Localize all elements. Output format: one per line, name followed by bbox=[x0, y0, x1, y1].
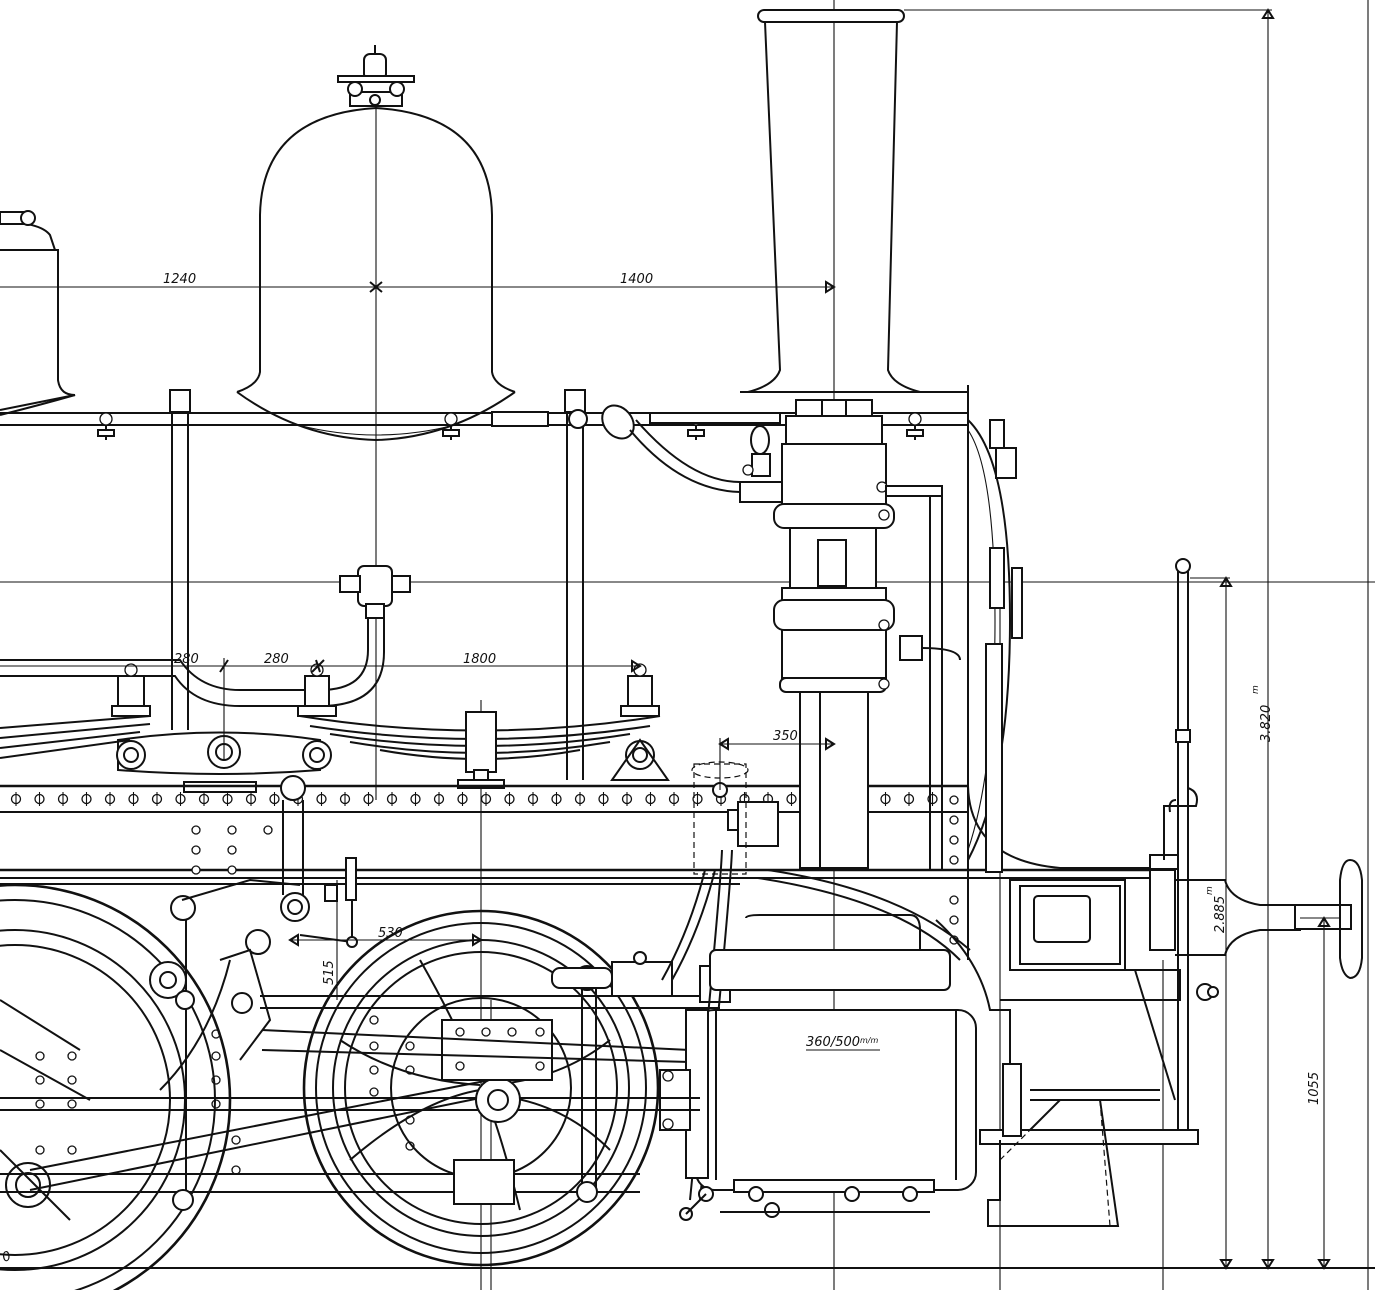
plate-rivet bbox=[227, 865, 237, 875]
front-handrail bbox=[1163, 558, 1198, 1140]
plate-rivet bbox=[369, 1041, 379, 1051]
plate-rivet bbox=[67, 1051, 77, 1061]
plate-rivet bbox=[949, 895, 959, 905]
dim-1800: 1800 bbox=[463, 652, 496, 667]
driving-wheel-rear bbox=[0, 883, 232, 1290]
dim-515: 515 bbox=[322, 960, 337, 985]
plate-rivet bbox=[263, 825, 273, 835]
dim-280-b: 280 bbox=[264, 652, 289, 667]
dim-2885-unit: m bbox=[1205, 886, 1215, 895]
plate-rivet bbox=[231, 1165, 241, 1175]
plate-rivet bbox=[191, 825, 201, 835]
sand-dome bbox=[236, 45, 516, 442]
plate-rivet bbox=[369, 1087, 379, 1097]
blower-valve bbox=[0, 565, 411, 707]
chimney bbox=[740, 9, 968, 393]
plate-rivet bbox=[35, 1099, 45, 1109]
dim-wheel-fragment: 0 bbox=[0, 1249, 13, 1266]
dim-530: 530 bbox=[378, 926, 403, 941]
dim-350: 350 bbox=[773, 729, 798, 744]
plate-rivet bbox=[67, 1145, 77, 1155]
plate-rivet bbox=[211, 1051, 221, 1061]
frame-rivets bbox=[10, 792, 938, 806]
plate-rivet bbox=[35, 1051, 45, 1061]
plate-rivet bbox=[405, 1041, 415, 1051]
plate-rivet bbox=[67, 1099, 77, 1109]
plate-rivet bbox=[949, 915, 959, 925]
cylinder bbox=[590, 869, 1011, 1221]
plate-rivet bbox=[369, 1015, 379, 1025]
plate-rivet bbox=[211, 1099, 221, 1109]
dim-3820-unit: m bbox=[1251, 685, 1261, 694]
leaf-spring-front bbox=[297, 663, 661, 789]
dim-280-a: 280 bbox=[174, 652, 199, 667]
plate-rivet bbox=[227, 845, 237, 855]
driving-wheel-front bbox=[302, 909, 660, 1267]
dim-cylinder: 360/500 bbox=[806, 1035, 860, 1050]
dim-cylinder-unit: m/m bbox=[860, 1036, 878, 1045]
plate-rivet bbox=[191, 845, 201, 855]
plate-rivet bbox=[67, 1075, 77, 1085]
dim-3820: 3.820 bbox=[1259, 705, 1274, 742]
plate-rivet bbox=[191, 865, 201, 875]
cylinder-cocks bbox=[679, 1186, 930, 1221]
boiler bbox=[0, 385, 1375, 870]
plate-rivet bbox=[949, 795, 959, 805]
feed-pump bbox=[739, 399, 1023, 873]
leaf-spring-rear bbox=[0, 663, 151, 759]
plate-rivet bbox=[35, 1075, 45, 1085]
dim-1055: 1055 bbox=[1307, 1072, 1322, 1105]
plate-rivet bbox=[227, 825, 237, 835]
valve-gear bbox=[0, 761, 779, 1211]
dimension-labels: 1240 1400 280 280 1800 350 530 515 3.820… bbox=[0, 272, 1322, 1266]
plate-rivet bbox=[949, 855, 959, 865]
plate-rivet bbox=[949, 835, 959, 845]
plate-rivet bbox=[949, 815, 959, 825]
life-guard bbox=[979, 969, 1199, 1227]
dim-1400: 1400 bbox=[620, 272, 653, 287]
plate-rivet bbox=[369, 1065, 379, 1075]
plate-rivet bbox=[35, 1145, 45, 1155]
steam-dome-partial bbox=[0, 210, 76, 416]
dim-2885: 2.885 bbox=[1213, 896, 1228, 933]
dim-1240: 1240 bbox=[163, 272, 196, 287]
plate-rivet bbox=[231, 1135, 241, 1145]
handrail-knobs bbox=[97, 412, 924, 440]
